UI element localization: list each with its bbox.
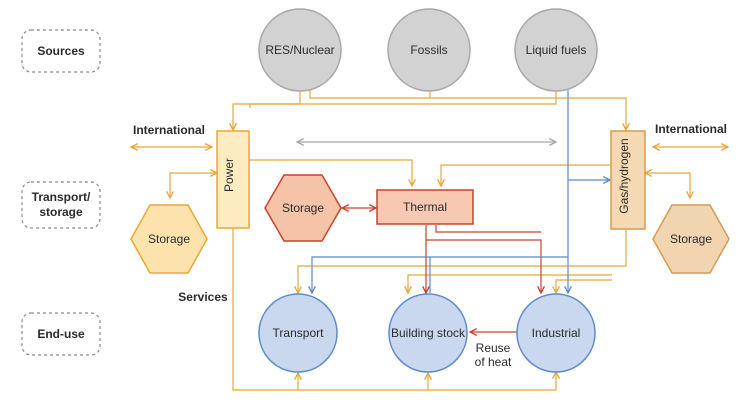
- svg-text:Fossils: Fossils: [410, 43, 447, 57]
- svg-text:Power: Power: [222, 158, 236, 192]
- enduse-building-stock: Building stock: [388, 293, 468, 373]
- source-liquid-fuels: Liquid fuels: [514, 8, 598, 92]
- svg-text:Building stock: Building stock: [391, 326, 466, 340]
- svg-text:Sources: Sources: [37, 44, 85, 58]
- flow-gas-to-industrial: [556, 279, 612, 293]
- label-international-left: International: [133, 123, 205, 137]
- enduse-industrial: Industrial: [516, 293, 596, 373]
- row-label-sources: Sources: [21, 29, 101, 73]
- row-label-transport-storage: Transport/ storage: [21, 181, 101, 229]
- source-fossils: Fossils: [387, 8, 471, 92]
- svg-text:storage: storage: [39, 205, 83, 219]
- electricity-flows: [131, 90, 728, 391]
- flow-power-bus: [232, 228, 556, 391]
- svg-text:Liquid fuels: Liquid fuels: [526, 43, 587, 57]
- svg-text:Transport: Transport: [273, 326, 325, 340]
- node-power: Power: [216, 130, 250, 229]
- node-thermal: Thermal: [376, 189, 474, 225]
- flow-power-storage-left: [170, 173, 217, 198]
- svg-text:Industrial: Industrial: [532, 326, 581, 340]
- source-res-nuclear: RES/Nuclear: [258, 8, 342, 92]
- flow-power-to-thermal: [249, 159, 412, 186]
- svg-text:RES/Nuclear: RES/Nuclear: [265, 43, 334, 57]
- svg-text:Thermal: Thermal: [403, 200, 447, 214]
- label-services: Services: [178, 290, 228, 304]
- svg-text:Storage: Storage: [282, 201, 324, 215]
- flow-res-to-gas: [309, 90, 626, 130]
- node-storage-right: Storage: [652, 204, 730, 274]
- flow-liquid-to-transport: [312, 256, 568, 293]
- node-storage-center: Storage: [264, 174, 342, 242]
- node-storage-left: Storage: [130, 204, 208, 274]
- flow-liquid-to-thermal: [249, 90, 557, 108]
- flow-gas-to-building: [408, 274, 612, 293]
- flow-gas-storage-right: [645, 173, 690, 198]
- row-label-end-use: End-use: [21, 312, 101, 356]
- svg-text:Storage: Storage: [148, 232, 190, 246]
- label-reuse-line1: Reuse: [476, 341, 511, 355]
- enduse-transport: Transport: [258, 293, 338, 373]
- flow-thermal-to-industrial: [426, 239, 541, 293]
- svg-text:Storage: Storage: [670, 232, 712, 246]
- label-international-right: International: [655, 122, 727, 136]
- svg-text:Transport/: Transport/: [32, 190, 91, 204]
- flow-gas-to-transport: [298, 230, 627, 293]
- flow-gas-to-thermal: [441, 164, 612, 186]
- node-gas-hydrogen: Gas/hydrogen: [610, 130, 646, 230]
- label-reuse-line2: of heat: [475, 355, 512, 369]
- flow-thermal-to-industrial-2: [435, 225, 541, 233]
- svg-text:Gas/hydrogen: Gas/hydrogen: [617, 138, 631, 213]
- svg-text:End-use: End-use: [37, 327, 85, 341]
- flow-res-to-power: [233, 90, 301, 130]
- heat-flows: [342, 208, 541, 332]
- fuel-flows: [312, 90, 610, 293]
